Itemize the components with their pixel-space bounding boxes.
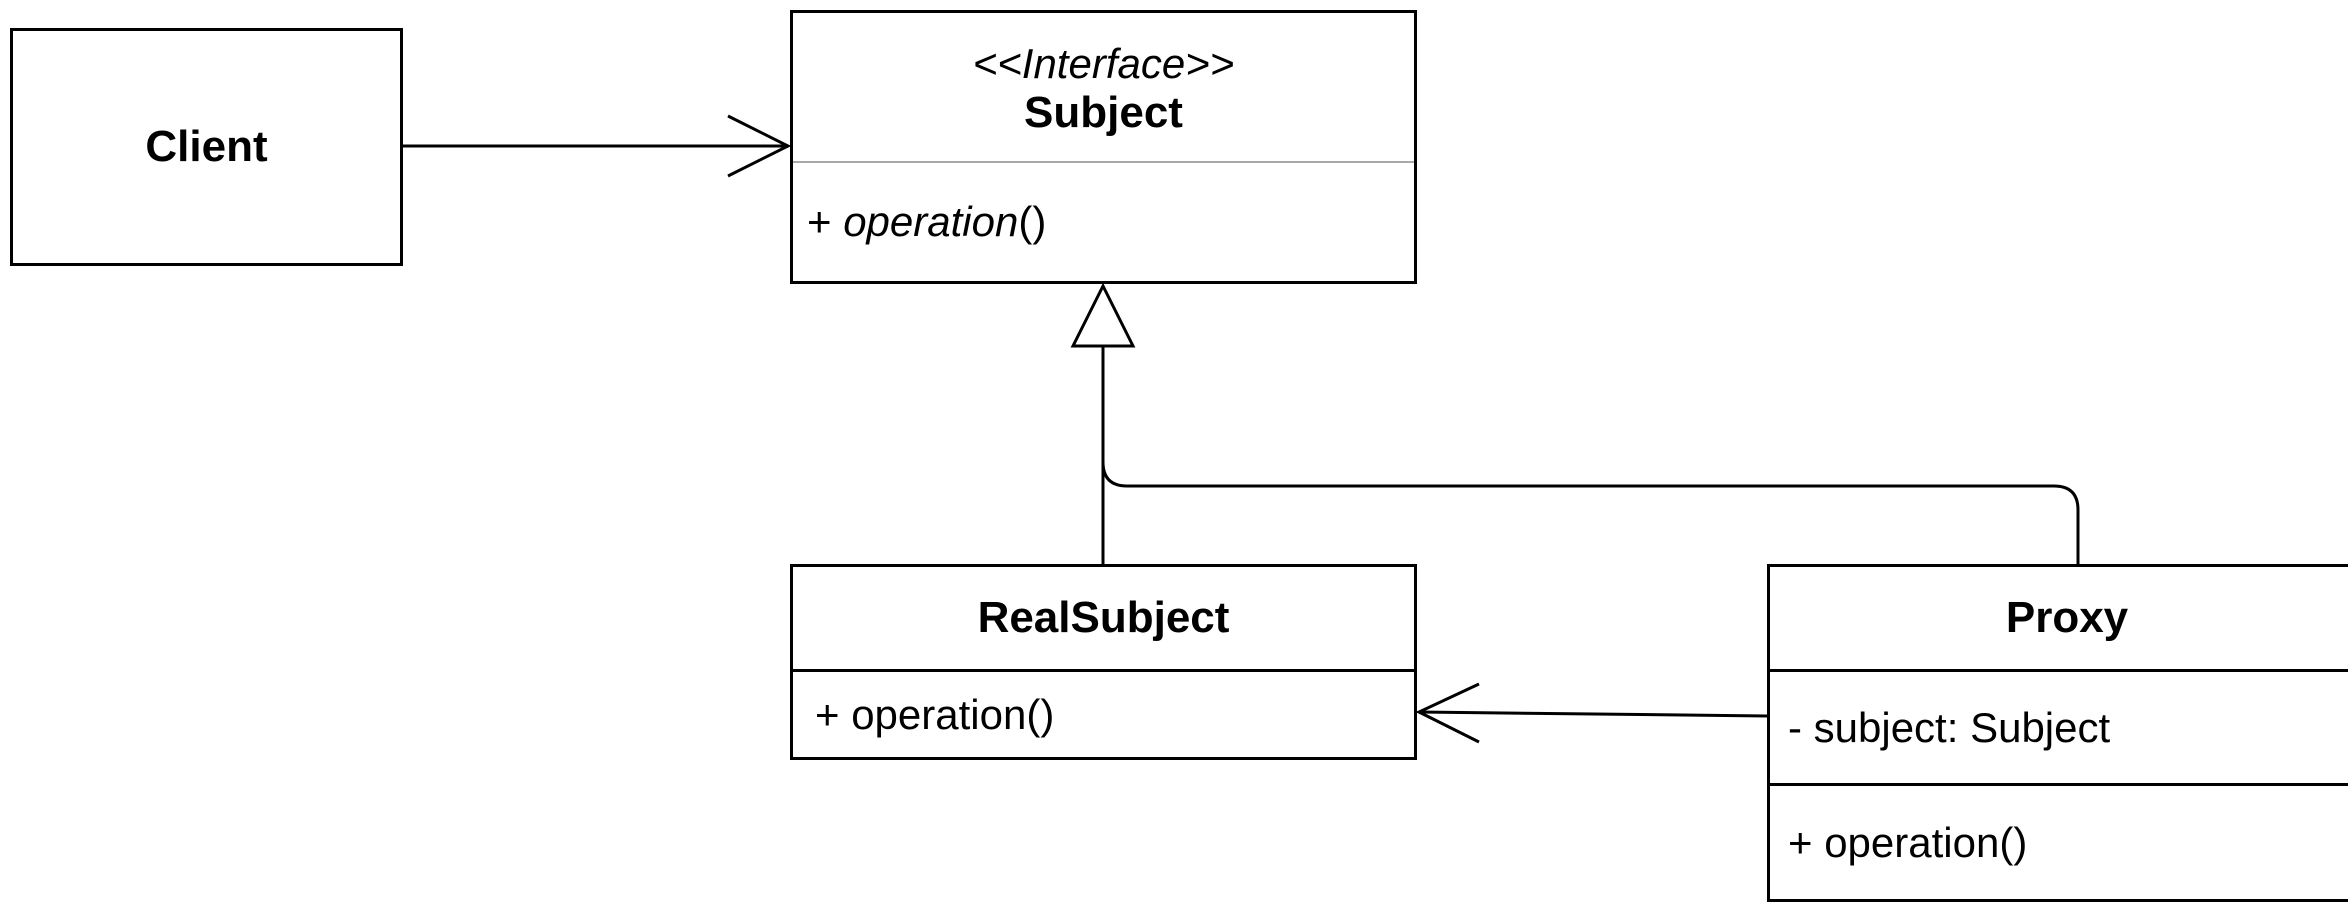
subject-interface-box[interactable]: <<Interface>> Subject + operation() xyxy=(790,10,1417,284)
realization-triangle-arrowhead xyxy=(1070,282,1136,348)
proxy-realsubject-open-arrowhead xyxy=(1415,682,1480,744)
proxy-class-box[interactable]: Proxy - subject: Subject + operation() xyxy=(1767,564,2348,902)
proxy-realization-line xyxy=(1101,461,2080,564)
proxy-attribute-row: - subject: Subject xyxy=(1770,669,2348,783)
realsubject-operation-row: + operation() xyxy=(793,669,1414,757)
realsubject-header: RealSubject xyxy=(793,567,1414,669)
proxy-realsubject-association-line xyxy=(1418,710,1768,718)
realsubject-operation: + operation() xyxy=(815,690,1055,738)
client-header: Client xyxy=(13,31,400,263)
realsubject-class-box[interactable]: RealSubject + operation() xyxy=(790,564,1417,760)
subject-operation-prefix: + xyxy=(807,198,844,245)
subject-operation-name: operation xyxy=(843,198,1019,245)
proxy-operation: + operation() xyxy=(1788,818,2028,866)
proxy-header: Proxy xyxy=(1770,567,2348,669)
subject-operation-row: + operation() xyxy=(793,161,1414,281)
subject-stereotype: <<Interface>> xyxy=(972,39,1235,87)
proxy-class-name: Proxy xyxy=(2005,592,2129,642)
client-class-name: Client xyxy=(145,121,268,171)
subject-header: <<Interface>> Subject xyxy=(793,13,1414,161)
subject-operation-suffix: () xyxy=(1018,198,1047,245)
subject-class-name: Subject xyxy=(1024,87,1183,137)
client-class-box[interactable]: Client xyxy=(10,28,403,266)
client-subject-open-arrowhead xyxy=(727,114,792,178)
proxy-operation-row: + operation() xyxy=(1770,783,2348,899)
proxy-attribute: - subject: Subject xyxy=(1788,703,2111,751)
realsubject-class-name: RealSubject xyxy=(977,592,1230,642)
